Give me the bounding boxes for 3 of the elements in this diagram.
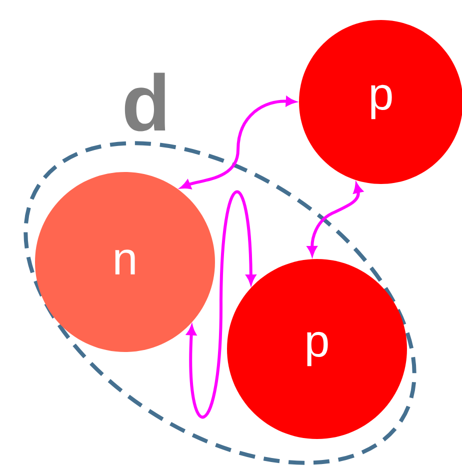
arrow bbox=[180, 96, 296, 190]
panel-label: d bbox=[124, 72, 166, 132]
arrow bbox=[186, 191, 256, 418]
